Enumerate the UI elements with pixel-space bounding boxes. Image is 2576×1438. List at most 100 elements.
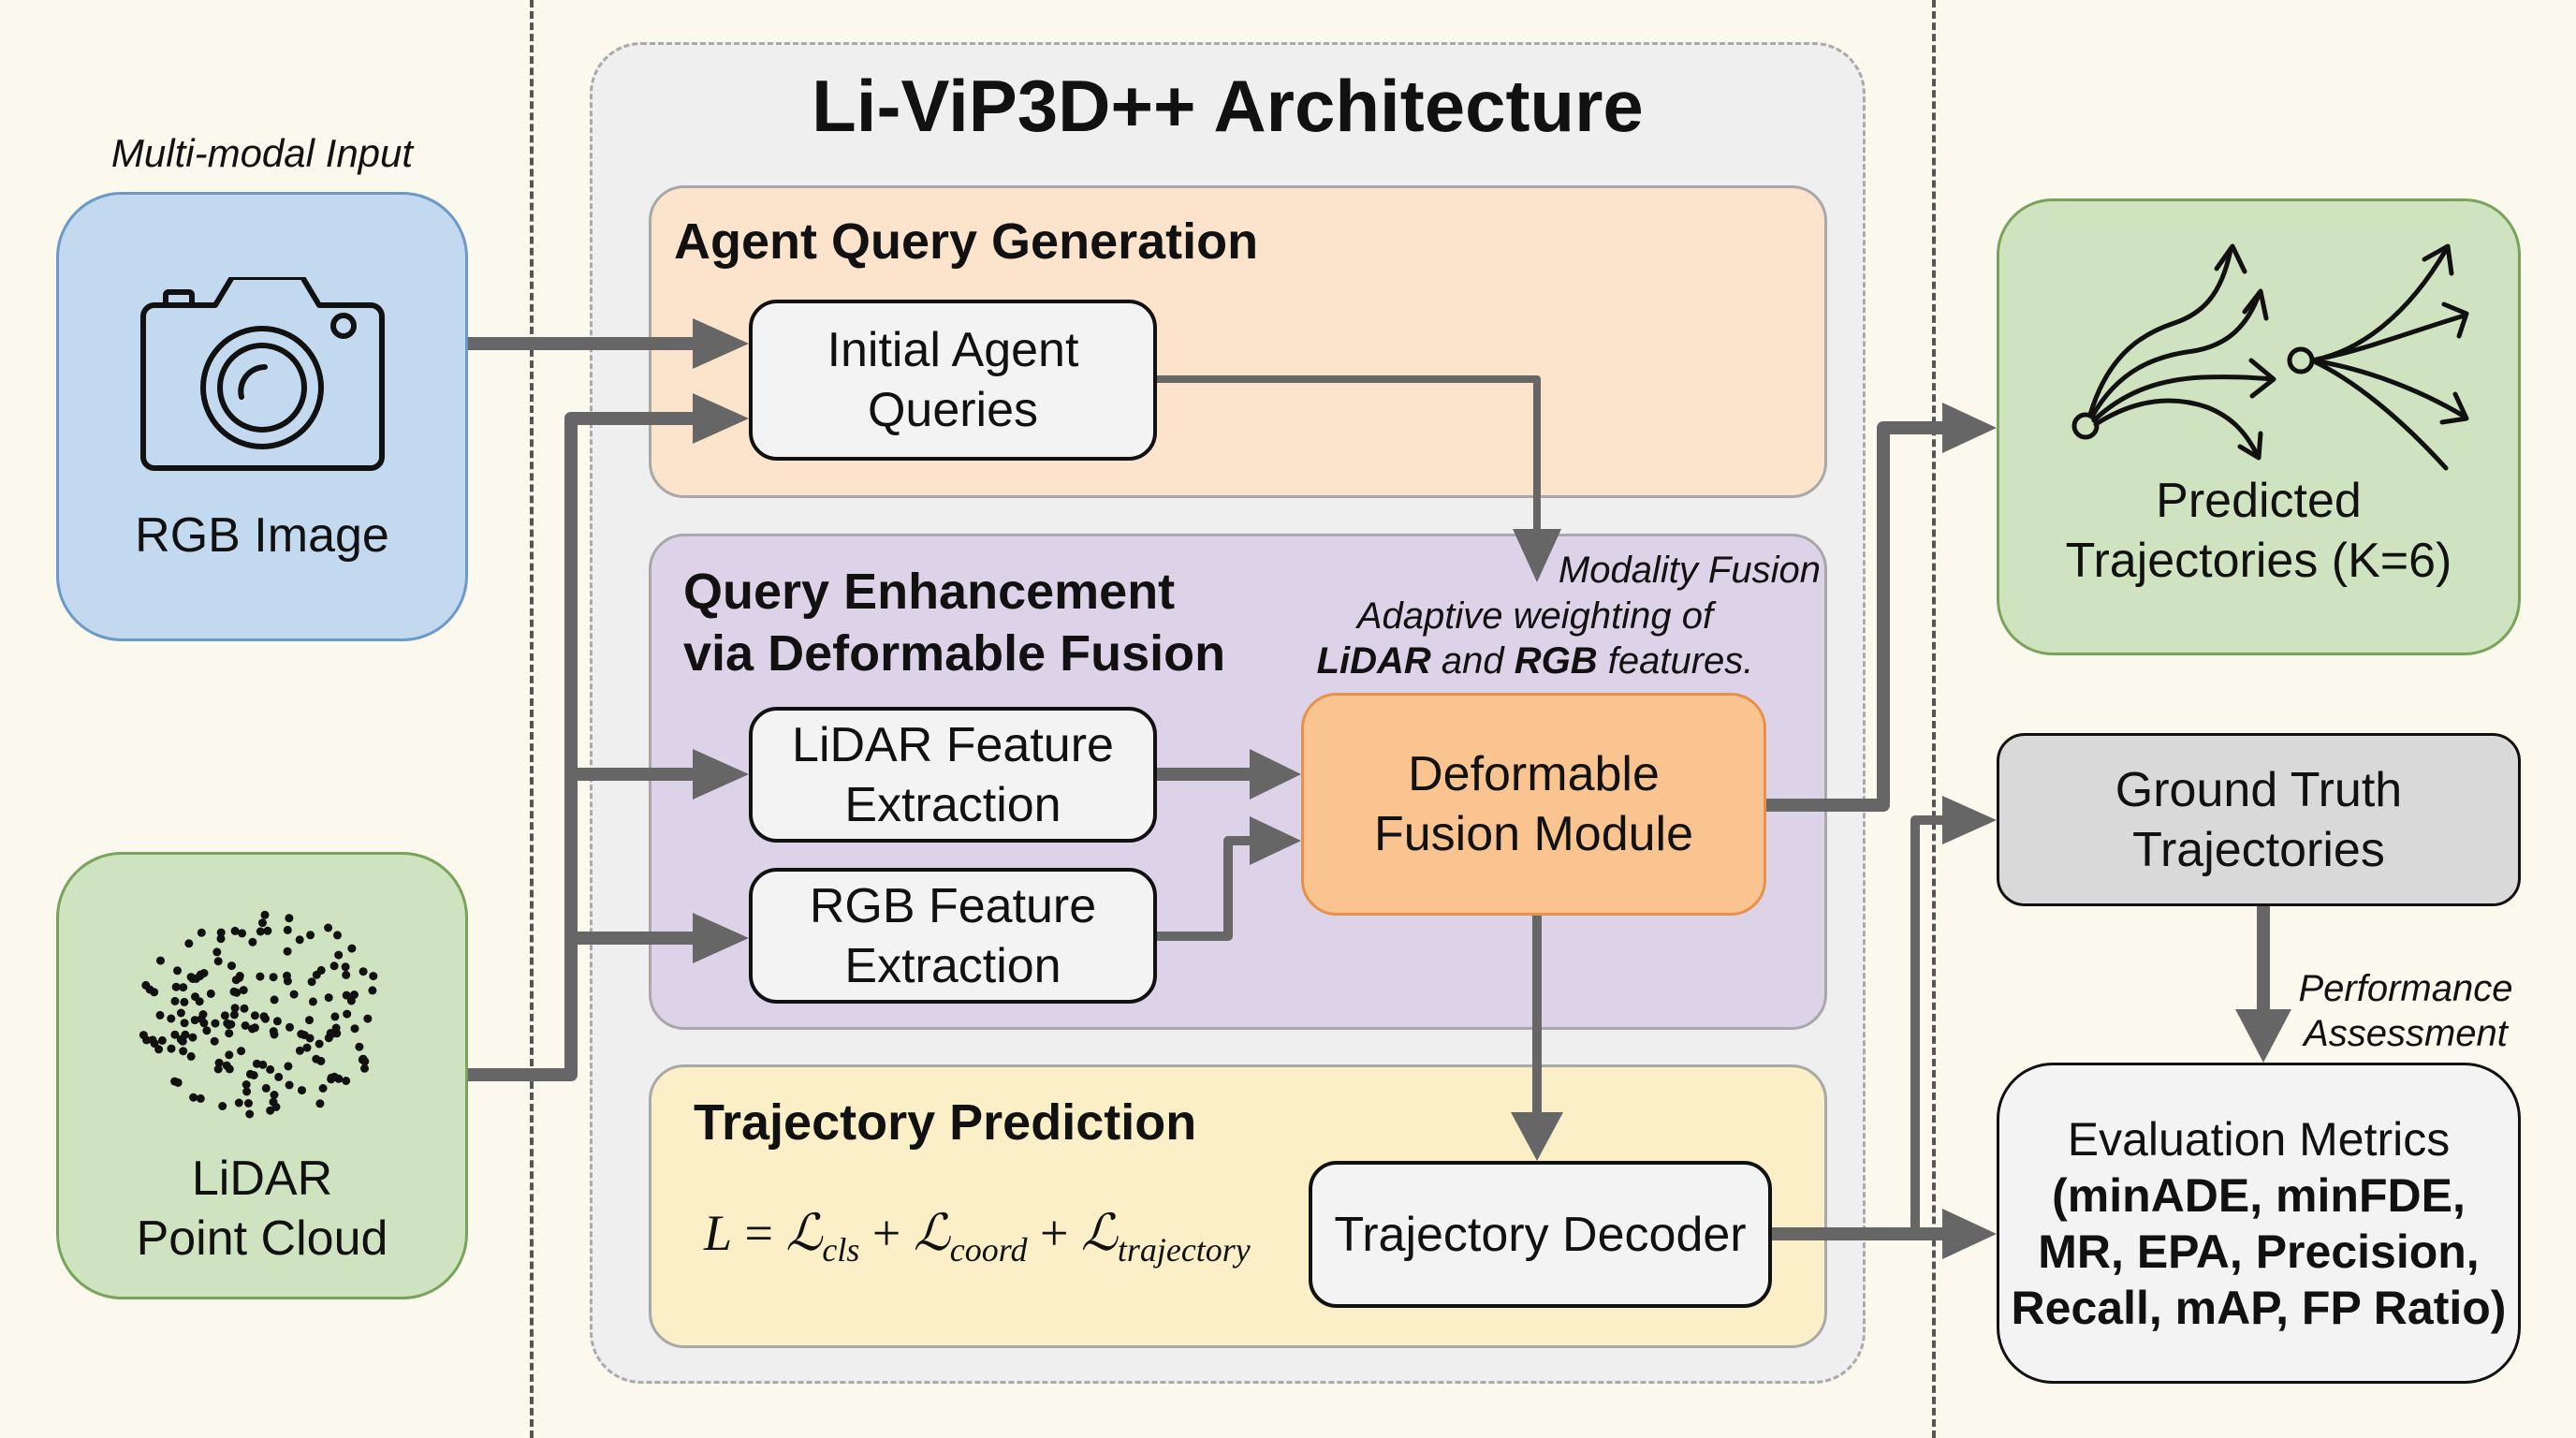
- point-cloud-dot: [222, 1061, 231, 1070]
- point-cloud-dot: [218, 1102, 227, 1110]
- point-cloud-dot: [171, 982, 181, 991]
- point-cloud-dot: [238, 929, 247, 938]
- note-rgb: RGB: [1514, 640, 1598, 682]
- point-cloud-dot: [184, 939, 194, 948]
- point-cloud-dot: [315, 1099, 325, 1108]
- assessment-line2: Assessment: [2304, 1013, 2508, 1054]
- point-cloud-dot: [269, 1027, 278, 1036]
- note-line2: LiDAR and RGB features.: [1310, 638, 1760, 683]
- modality-fusion-label: Modality Fusion: [1558, 550, 1821, 591]
- point-cloud-dot: [297, 1030, 306, 1038]
- predicted-label-line1: Predicted: [2156, 474, 2362, 528]
- camera-icon: [140, 277, 385, 471]
- point-cloud-dot: [324, 993, 333, 1003]
- point-cloud-dot: [283, 946, 292, 956]
- point-cloud-dot: [347, 944, 357, 953]
- formula-lhs: L: [704, 1205, 733, 1261]
- point-cloud-dot: [312, 1054, 321, 1064]
- agent-query-title: Agent Query Generation: [674, 213, 1259, 270]
- diagram-title: Li-ViP3D++ Architecture: [812, 65, 1644, 147]
- arrow-decoder-to-gt: [1910, 815, 1942, 1234]
- point-cloud-dot: [248, 937, 257, 946]
- lidar-feature-line1: LiDAR Feature: [792, 717, 1114, 772]
- ground-truth-trajectories-node[interactable]: Ground Truth Trajectories: [1997, 733, 2521, 906]
- ground-truth-line1: Ground Truth: [2115, 762, 2403, 817]
- point-cloud-dot: [196, 1093, 205, 1103]
- rgb-feature-line1: RGB Feature: [809, 878, 1097, 933]
- point-cloud-dot: [190, 1016, 199, 1025]
- deformable-fusion-module-node[interactable]: Deformable Fusion Module: [1301, 693, 1766, 916]
- note-line1: Adaptive weighting of: [1356, 595, 1714, 637]
- point-cloud-dot: [181, 1030, 190, 1039]
- point-cloud-dot: [324, 923, 333, 932]
- point-cloud-dot: [229, 1010, 239, 1020]
- lidar-label-line1: LiDAR: [191, 1152, 333, 1206]
- adaptive-weighting-note: Adaptive weighting of LiDAR and RGB feat…: [1310, 594, 1760, 683]
- point-cloud-dot: [331, 1023, 341, 1033]
- ground-truth-line2: Trajectories: [2132, 822, 2385, 877]
- lidar-feature-extraction-node[interactable]: LiDAR Feature Extraction: [749, 707, 1157, 843]
- point-cloud-dot: [197, 928, 206, 937]
- point-cloud-dot: [355, 1042, 364, 1051]
- point-cloud-dot: [341, 962, 350, 972]
- formula-term-cls: ℒ: [785, 1205, 823, 1261]
- point-cloud-dot: [173, 1078, 183, 1087]
- point-cloud-dot: [350, 1024, 359, 1034]
- point-cloud-dot: [248, 1024, 256, 1034]
- initial-agent-queries-node[interactable]: Initial Agent Queries: [749, 300, 1157, 461]
- point-cloud-dot: [214, 1058, 224, 1067]
- divider-left: [530, 0, 534, 1438]
- formula-plus-2: +: [1027, 1205, 1081, 1261]
- point-cloud-dot: [216, 934, 226, 944]
- arrowhead-gt-to-metrics: [2235, 1009, 2291, 1063]
- point-cloud-dot: [156, 956, 165, 965]
- point-cloud-dot: [242, 1080, 251, 1089]
- point-cloud-dot: [326, 1029, 335, 1037]
- rgb-image-node: RGB Image: [56, 192, 468, 641]
- point-cloud-dot: [266, 1064, 275, 1074]
- point-cloud-dot: [329, 961, 339, 971]
- point-cloud-dot: [269, 1097, 278, 1107]
- point-cloud-dot: [178, 1036, 187, 1046]
- point-cloud-dot: [206, 989, 215, 998]
- point-cloud-dot: [363, 1014, 373, 1023]
- arrowhead-to-predicted: [1942, 403, 1997, 453]
- point-cloud-dot: [258, 918, 267, 928]
- point-cloud-dot: [285, 914, 294, 923]
- point-cloud-dot: [237, 1047, 246, 1056]
- point-cloud-dot: [318, 1084, 328, 1093]
- point-cloud-dot: [188, 1033, 198, 1042]
- formula-sub-trajectory: trajectory: [1117, 1230, 1251, 1269]
- point-cloud-dot: [167, 1044, 176, 1053]
- point-cloud-dot: [170, 996, 180, 1005]
- formula-eq: =: [732, 1205, 786, 1261]
- point-cloud-dot: [342, 970, 351, 979]
- point-cloud-dot: [224, 1020, 233, 1030]
- point-cloud-dot: [270, 1091, 279, 1099]
- point-cloud-dot: [283, 925, 292, 934]
- trajectory-decoder-node[interactable]: Trajectory Decoder: [1309, 1161, 1772, 1308]
- point-cloud-icon: [139, 910, 378, 1119]
- point-cloud-dot: [213, 957, 223, 966]
- trajectory-prediction-title: Trajectory Prediction: [694, 1094, 1197, 1151]
- point-cloud-dot: [180, 997, 189, 1006]
- point-cloud-dot: [307, 977, 316, 987]
- point-cloud-dot: [289, 990, 299, 999]
- arrowhead-to-metrics: [1942, 1209, 1997, 1259]
- rgb-feature-extraction-node[interactable]: RGB Feature Extraction: [749, 868, 1157, 1004]
- evaluation-metrics-node[interactable]: Evaluation Metrics (minADE, minFDE, MR, …: [1997, 1063, 2521, 1384]
- point-cloud-dot: [195, 997, 204, 1006]
- divider-right: [1932, 0, 1936, 1438]
- point-cloud-dot: [308, 997, 317, 1006]
- query-enhancement-title: Query Enhancement via Deformable Fusion: [683, 561, 1225, 684]
- point-cloud-dot: [285, 1022, 294, 1032]
- point-cloud-dot: [242, 1087, 252, 1096]
- point-cloud-dot: [284, 1062, 293, 1071]
- point-cloud-dot: [272, 1017, 282, 1026]
- point-cloud-dot: [269, 973, 278, 982]
- lidar-point-cloud-node: LiDAR Point Cloud: [56, 852, 468, 1299]
- point-cloud-dot: [189, 1093, 198, 1102]
- point-cloud-dot: [360, 1064, 369, 1073]
- point-cloud-dot: [302, 1043, 312, 1052]
- point-cloud-dot: [197, 1014, 206, 1023]
